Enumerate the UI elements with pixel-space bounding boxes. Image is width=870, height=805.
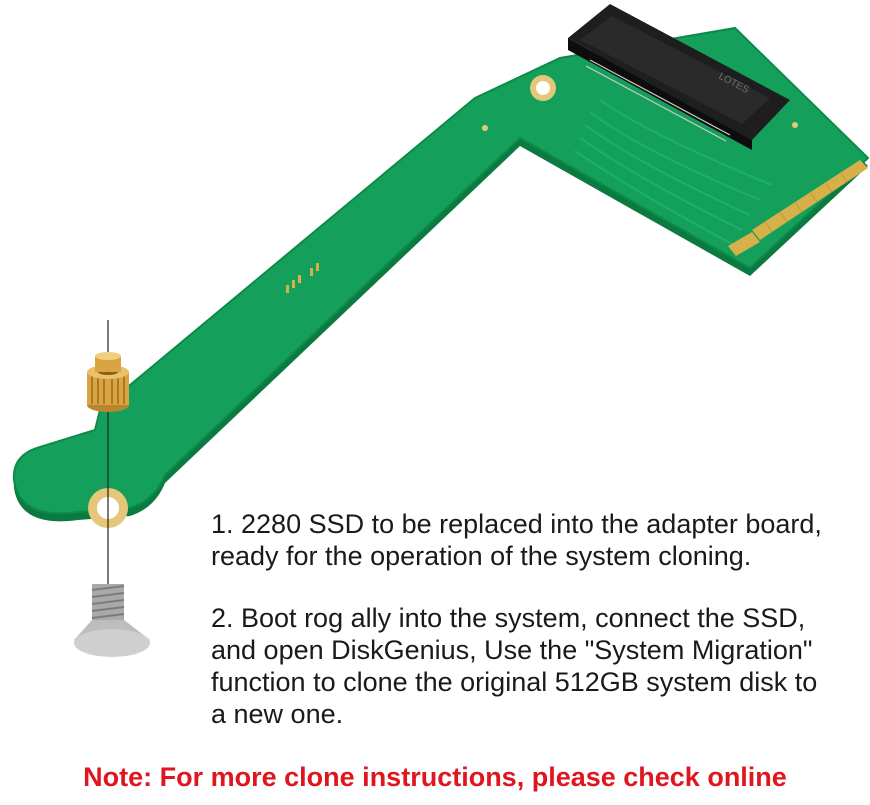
instruction-step-1: 1. 2280 SSD to be replaced into the adap… xyxy=(211,509,822,571)
screw-icon xyxy=(74,584,150,657)
brass-standoff-icon xyxy=(87,352,129,412)
instruction-steps: 1. 2280 SSD to be replaced into the adap… xyxy=(211,508,861,760)
adapter-board-icon xyxy=(12,26,870,528)
instruction-step-2: 2. Boot rog ally into the system, connec… xyxy=(211,603,818,729)
note-text: Note: For more clone instructions, pleas… xyxy=(83,762,787,792)
m2-connector-icon: LOTES xyxy=(568,4,790,150)
